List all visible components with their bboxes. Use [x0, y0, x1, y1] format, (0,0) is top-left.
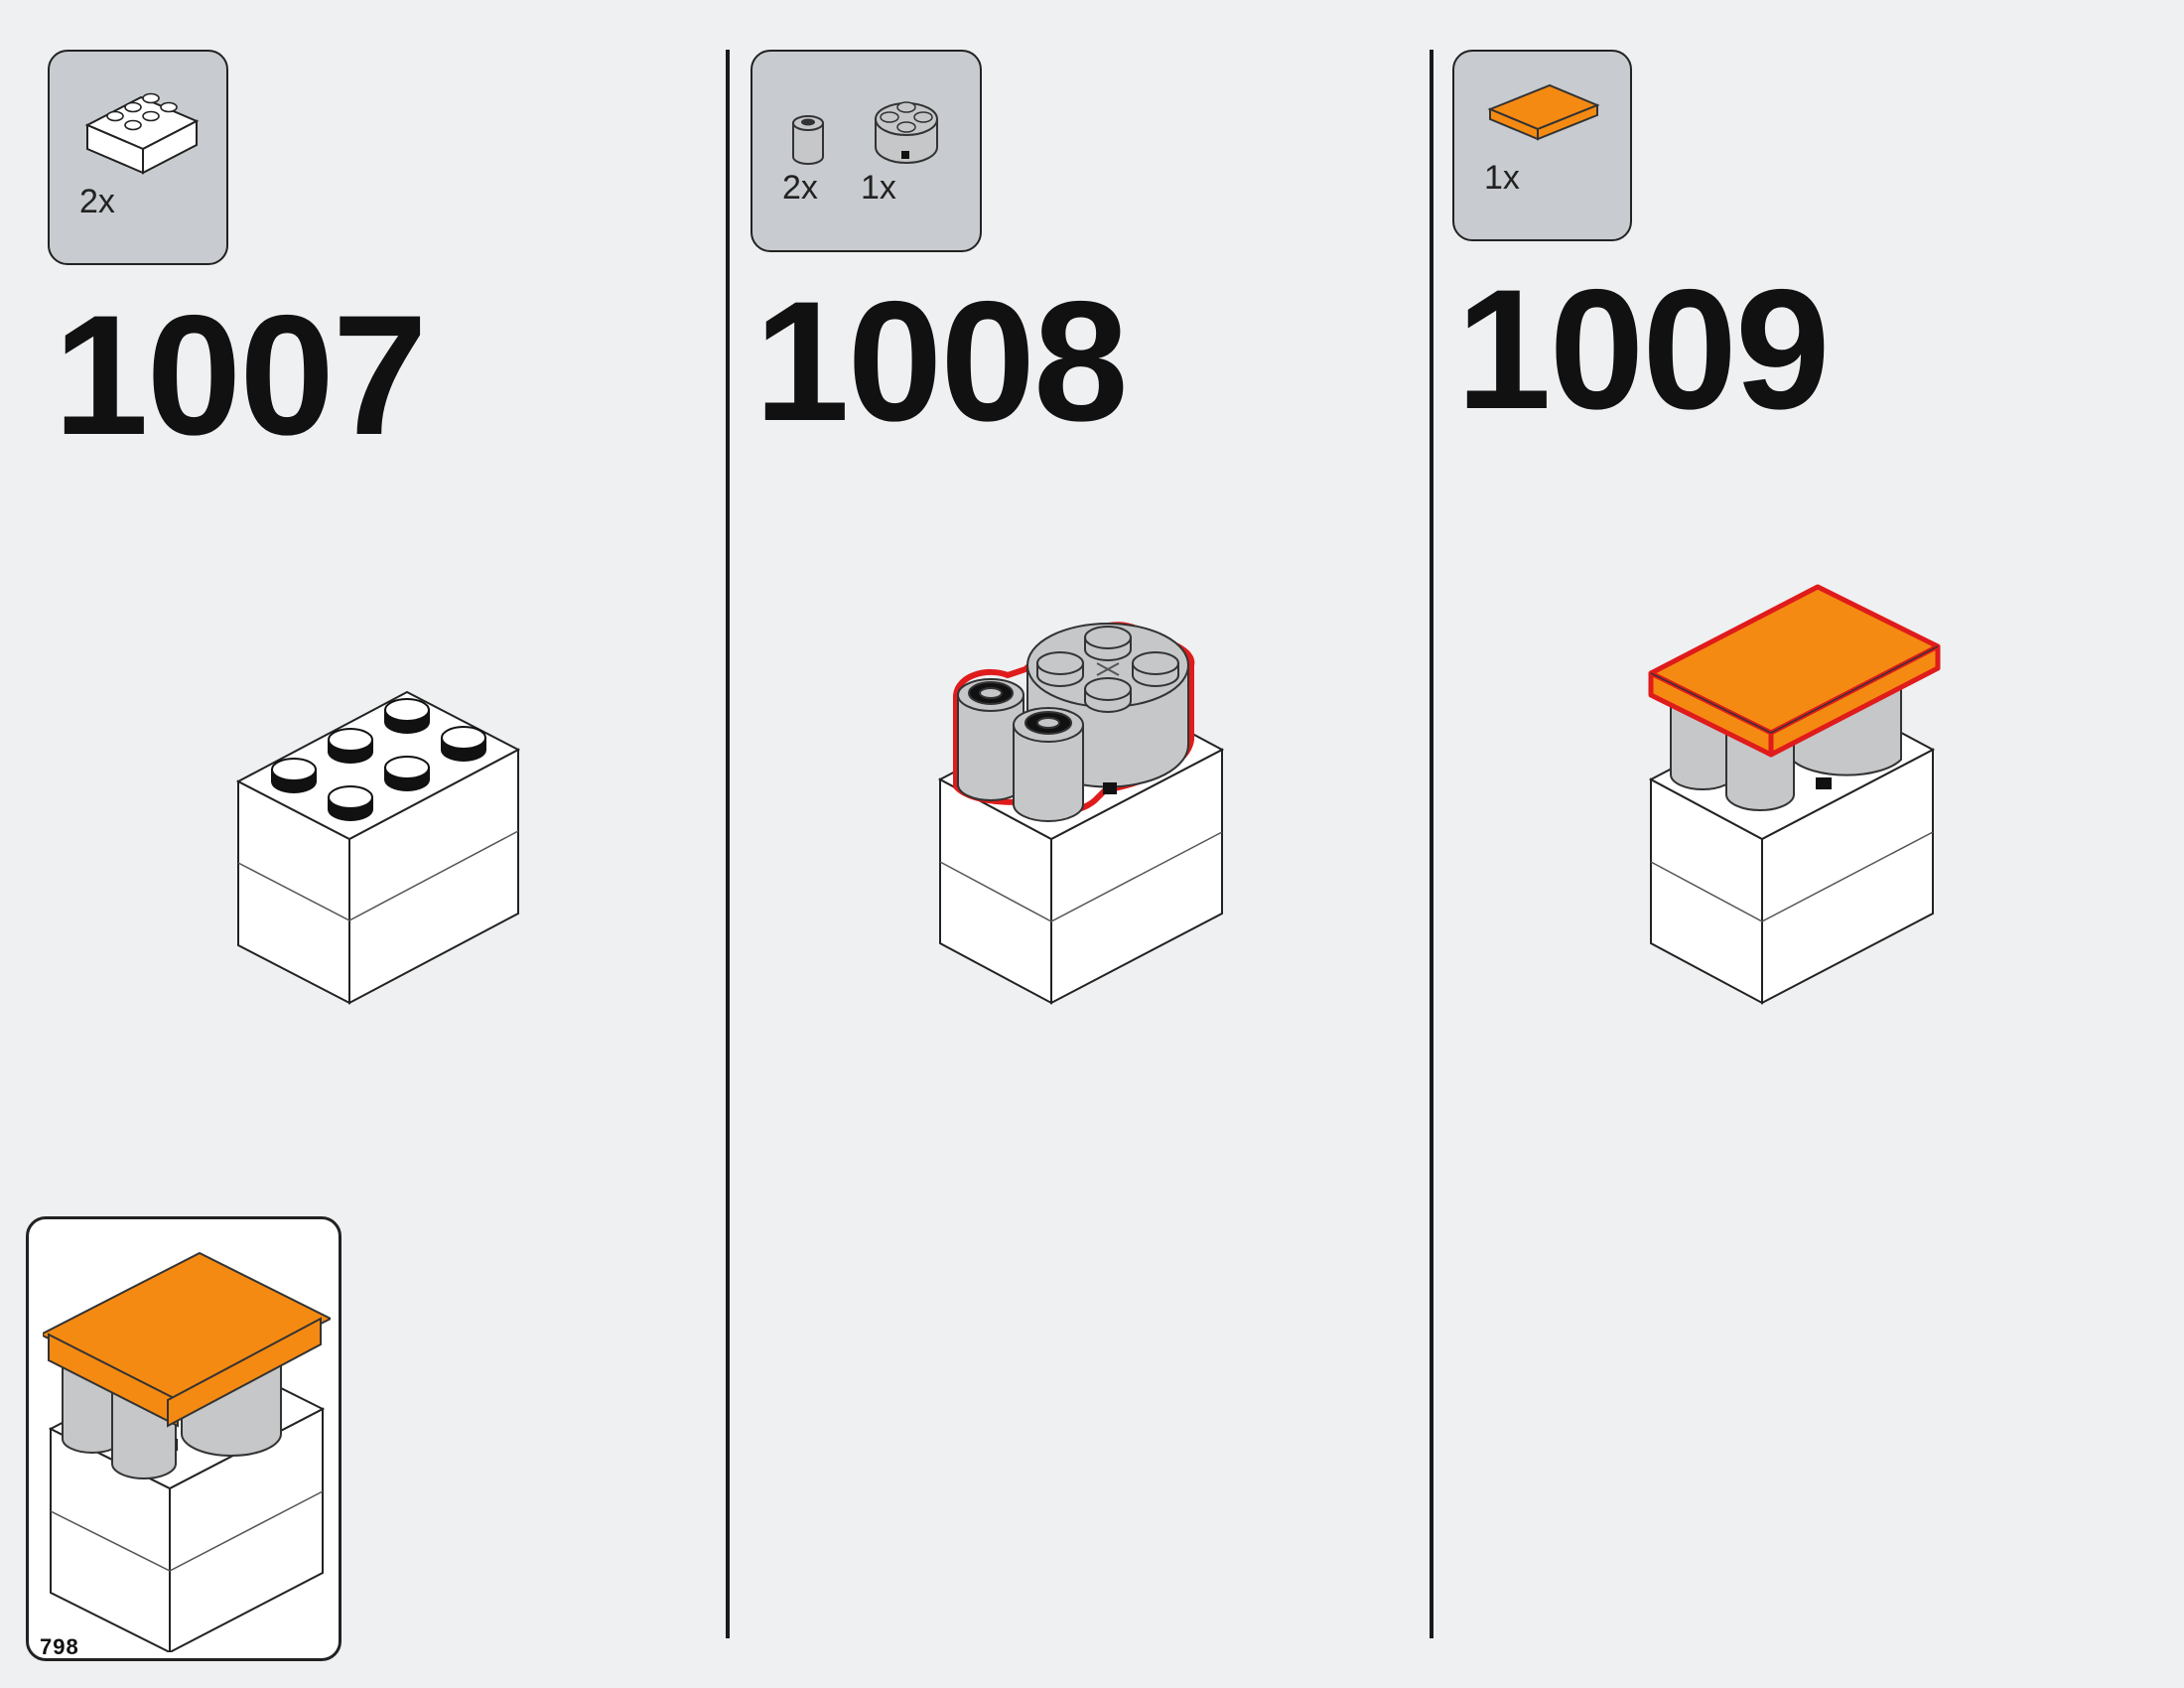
column-divider-1 [726, 50, 730, 1638]
model-assembly-step-1007 [235, 690, 521, 1005]
gray-round-brick-1x1-icon [792, 115, 824, 165]
parts-callout-step-1008: 2x 1x [751, 50, 982, 252]
part-quantity: 2x [782, 169, 818, 207]
page-number: 798 [40, 1634, 79, 1659]
part-quantity: 2x [79, 183, 115, 220]
gray-round-brick-2x2-icon [875, 101, 938, 164]
white-brick-2x3-icon [84, 92, 200, 175]
step-number-1007: 1007 [54, 280, 428, 471]
step-number-1008: 1008 [754, 266, 1129, 457]
parts-callout-step-1007: 2x [48, 50, 228, 265]
part-quantity: 1x [861, 169, 896, 207]
model-assembly-step-1009 [1648, 584, 1941, 1005]
part-quantity: 1x [1484, 159, 1520, 197]
sub-assembly-model [43, 1251, 331, 1652]
parts-callout-step-1009: 1x [1452, 50, 1632, 241]
sub-assembly-callout [26, 1216, 341, 1661]
orange-tile-2x3-icon [1487, 83, 1600, 141]
model-assembly-step-1008 [937, 622, 1225, 1005]
column-divider-2 [1430, 50, 1433, 1638]
step-number-1009: 1009 [1456, 254, 1831, 445]
